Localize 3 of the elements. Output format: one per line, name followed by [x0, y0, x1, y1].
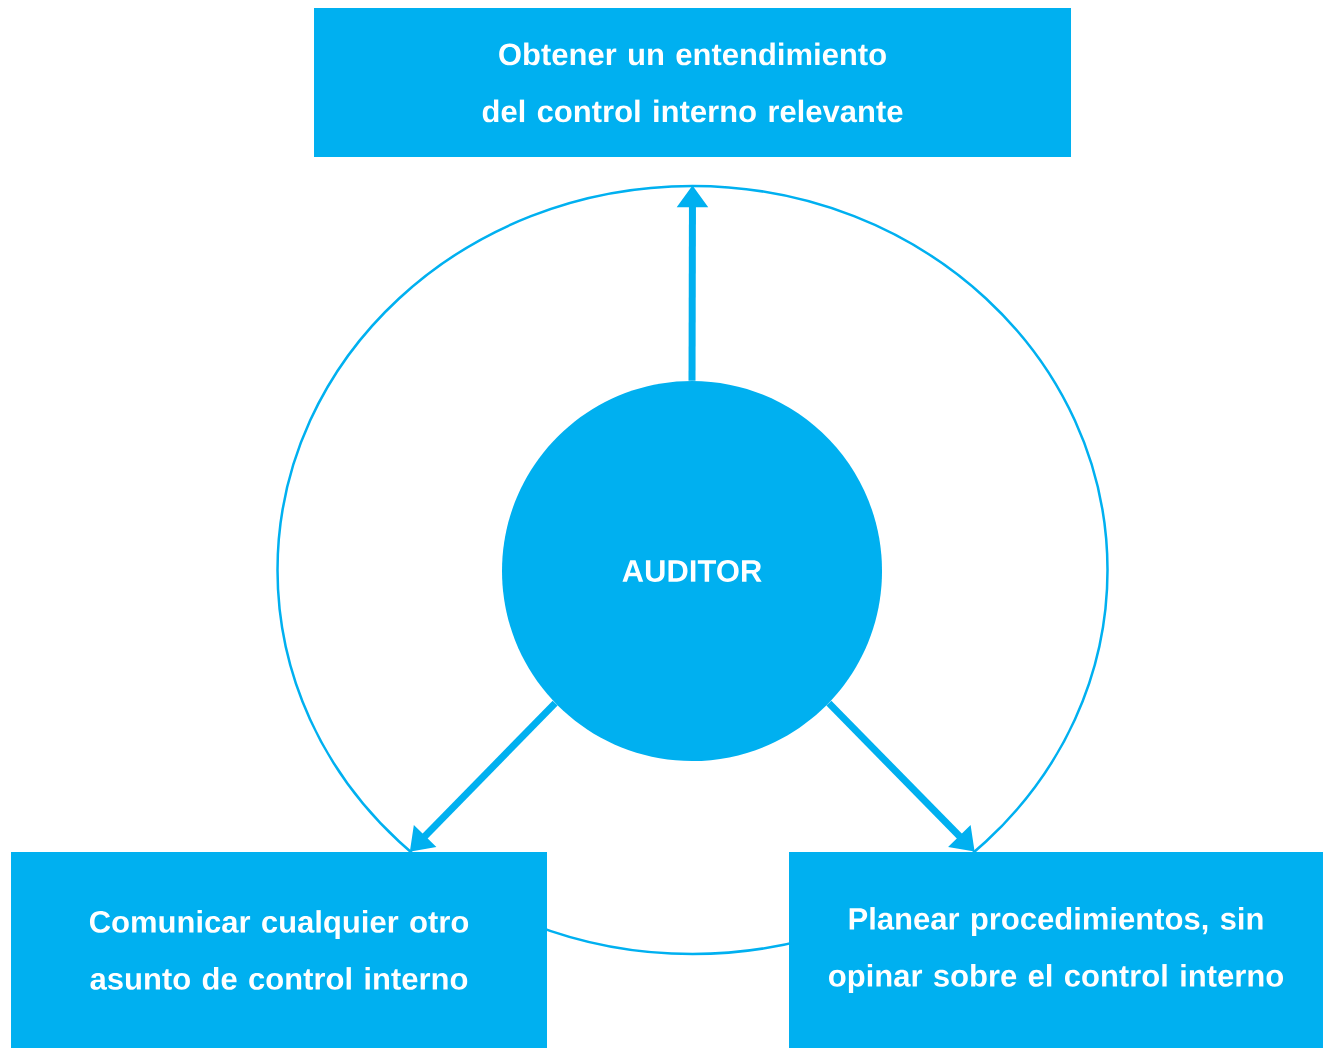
process-box: Comunicar cualquier otro asunto de control interno [11, 852, 547, 1048]
process-box: Planear procedimientos, sin opinar sobre el control interno [789, 852, 1323, 1048]
process-box: Obtener un entendimiento del control interno relevante [314, 8, 1071, 157]
